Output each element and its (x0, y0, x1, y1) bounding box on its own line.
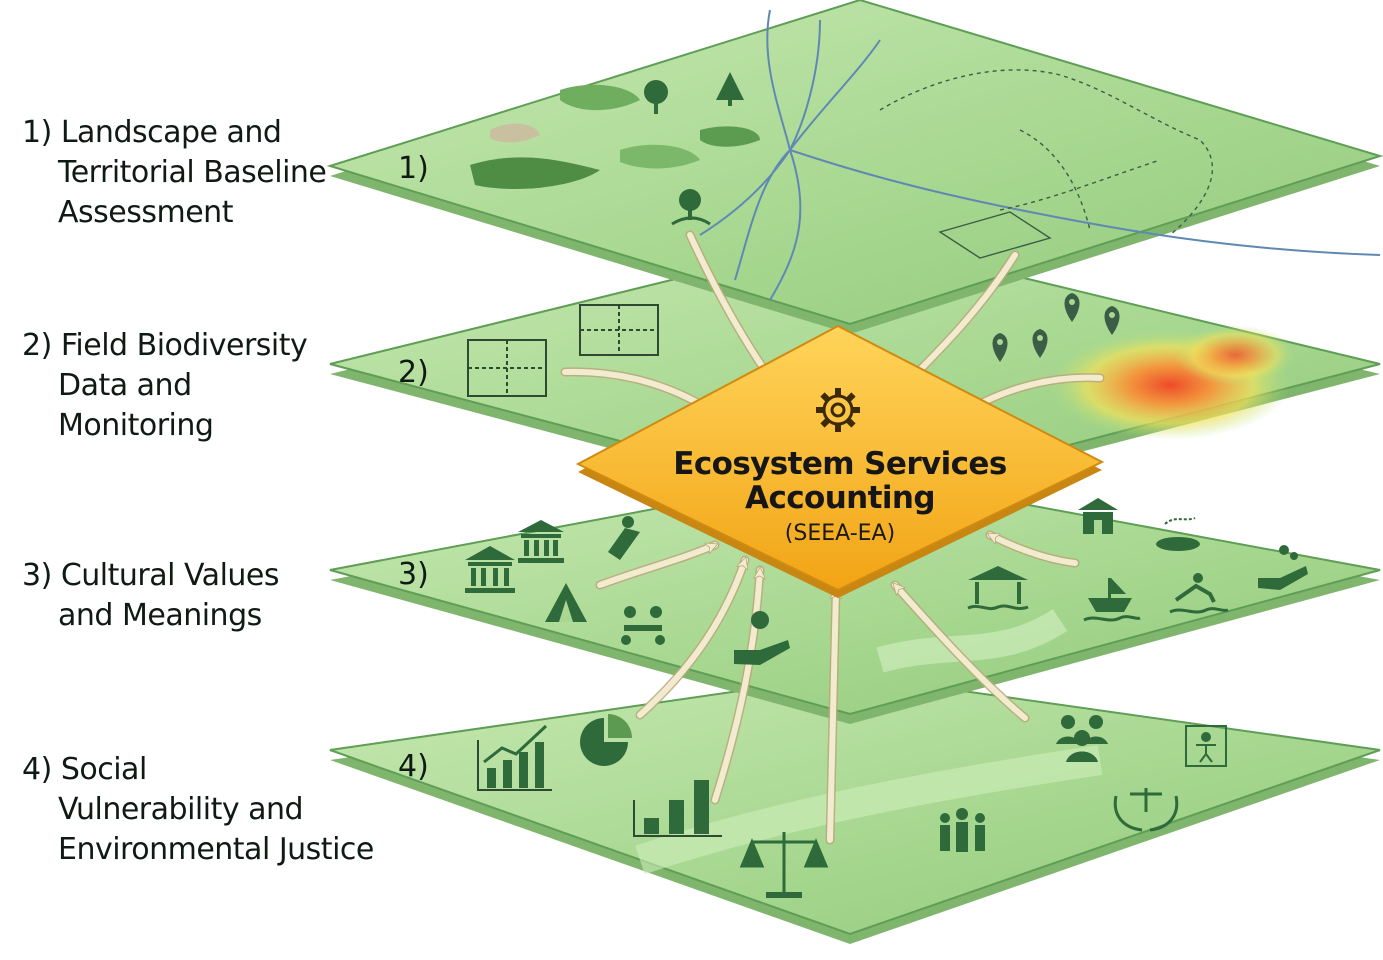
farm-icon (1078, 498, 1118, 534)
layer-4-label-line: 4) Social (22, 752, 147, 787)
hand-coin-icon (734, 611, 790, 665)
pie-chart-icon (580, 714, 632, 766)
layer-2-label: 2) Field Biodiversity Data and Monitorin… (22, 326, 308, 446)
center-title-line-2: Accounting (745, 480, 935, 516)
center-subtitle: (SEEA-EA) (784, 521, 896, 546)
layer-1-label-line: Assessment (58, 195, 233, 230)
center-panel (575, 324, 1105, 598)
layer-2-label-line: Monitoring (58, 408, 214, 443)
layer-1-label: 1) Landscape and Territorial Baseline As… (22, 113, 327, 233)
meeting-icon (621, 606, 665, 645)
layer-3-label: 3) Cultural Values and Meanings (22, 556, 280, 636)
accessibility-icon (1185, 725, 1227, 767)
tree-icon (644, 80, 668, 114)
museum-icon (465, 546, 515, 593)
river-network (699, 9, 1381, 301)
location-pin-icon (1032, 329, 1048, 358)
layer-4-badge: 4) (398, 749, 429, 784)
tree-icon (716, 72, 744, 106)
pavilion-icon (967, 566, 1029, 611)
plot-grid-icon (579, 304, 659, 356)
location-pin-icon (1064, 293, 1080, 322)
layer-3-label-line: 3) Cultural Values (22, 558, 280, 593)
swimmer-icon (1169, 573, 1229, 614)
hand-giving-icon (1258, 545, 1308, 590)
group-icon (1056, 715, 1108, 762)
layer-4-label: 4) Social Vulnerability and Environmenta… (22, 750, 374, 870)
layer-3-label-line: and Meanings (58, 598, 262, 633)
boat-icon (1083, 578, 1141, 622)
family-icon (940, 808, 985, 852)
location-pin-icon (992, 333, 1008, 362)
gear-icon (816, 388, 860, 432)
layer-1-badge: 1) (398, 151, 429, 186)
bar-chart-icon (633, 780, 722, 837)
tree-icon (671, 189, 711, 226)
layer-1-label-line: Territorial Baseline (58, 155, 327, 190)
temple-icon (518, 520, 564, 563)
layer-4-label-line: Vulnerability and (58, 792, 304, 827)
justice-hands-icon (1113, 788, 1179, 832)
layer-2-label-line: Data and (58, 368, 192, 403)
plot-grid-icon (467, 339, 547, 397)
layer-1-plate (326, 0, 1383, 334)
boundary-lines (879, 69, 1213, 236)
fishing-icon (608, 516, 640, 560)
layer-1-label-line: 1) Landscape and (22, 115, 282, 150)
fish-pond-icon (1156, 517, 1200, 551)
center-title-line-1: Ecosystem Services (673, 446, 1007, 482)
layer-3-badge: 3) (398, 557, 429, 592)
layer-2-badge: 2) (398, 355, 429, 390)
tent-icon (545, 583, 587, 622)
growth-chart-icon (477, 724, 552, 791)
layer-4-label-line: Environmental Justice (58, 832, 374, 867)
layer-2-label-line: 2) Field Biodiversity (22, 328, 308, 363)
location-pin-icon (1104, 306, 1120, 335)
scales-icon (739, 832, 829, 898)
